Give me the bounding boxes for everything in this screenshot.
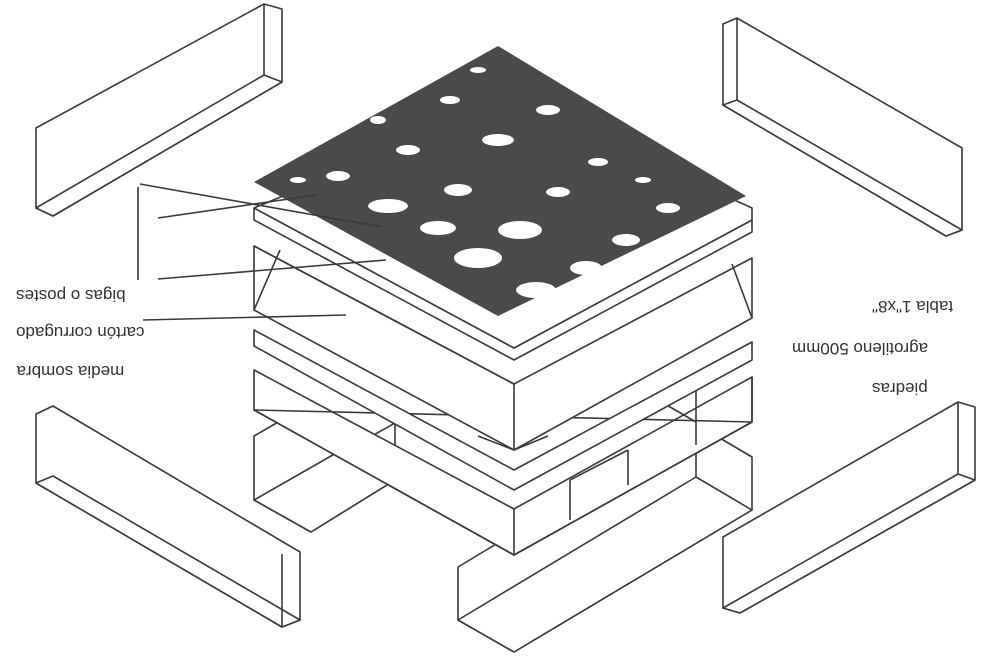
board-bottom-right xyxy=(36,4,282,216)
label-bigas: bigas o postes xyxy=(16,286,126,305)
label-piedras: piedras xyxy=(872,379,928,398)
label-media-sombra: media sombra xyxy=(16,362,124,381)
label-agrotileno: agrotileno 500mm xyxy=(792,339,928,358)
board-top-left xyxy=(723,402,975,613)
board-bottom-left xyxy=(723,18,962,236)
label-tabla: tabla 1"x8" xyxy=(872,297,953,316)
label-carton: cartón corrugado xyxy=(16,323,145,342)
